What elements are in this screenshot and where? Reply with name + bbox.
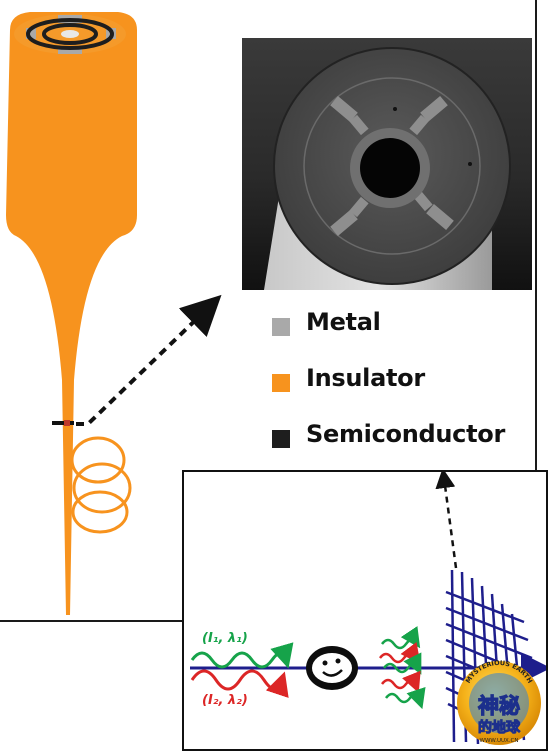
cut-marker — [52, 421, 74, 425]
fiber-drawing — [6, 12, 137, 615]
label-green: (I₁, λ₁) — [202, 631, 248, 646]
label-red: (I₂, λ₂) — [202, 693, 248, 708]
left-bottom-frame-line — [0, 620, 184, 622]
right-frame-line — [535, 0, 537, 470]
legend-label-insulator: Insulator — [306, 364, 425, 392]
fiber-coil — [70, 436, 132, 534]
cut-marker-red — [64, 420, 70, 426]
cross-section-photo — [242, 38, 532, 290]
scattered-waves — [379, 626, 426, 710]
outer-ring — [26, 18, 114, 50]
watermark-url: WWW.UUX.CN — [480, 738, 519, 744]
inner-ring — [42, 23, 98, 45]
red-wave-in — [190, 669, 289, 699]
metal-swatch — [272, 318, 290, 336]
metal-block-left — [26, 28, 36, 39]
green-wave-in — [190, 642, 294, 669]
detector-inset: (I₁, λ₁) (I₂, λ₂) — [182, 470, 548, 751]
zoom-arrow — [76, 294, 222, 426]
semiconductor-swatch — [272, 430, 290, 448]
insulator-swatch — [272, 374, 290, 392]
core-dot — [61, 30, 79, 38]
legend-label-semiconductor: Semiconductor — [306, 420, 505, 448]
legend-label-metal: Metal — [306, 308, 381, 336]
fiber-preform — [6, 12, 137, 615]
signal-arrow — [435, 472, 458, 569]
watermark-chinese-top: 神秘 — [478, 694, 520, 718]
watermark-logo: MYSTERIOUS EARTH 神秘 的地球 WWW.UUX.CN — [457, 659, 541, 745]
photo-metal-segments — [330, 96, 454, 236]
watermark-chinese-bottom: 的地球 — [478, 719, 521, 736]
smiley-icon — [306, 646, 358, 690]
